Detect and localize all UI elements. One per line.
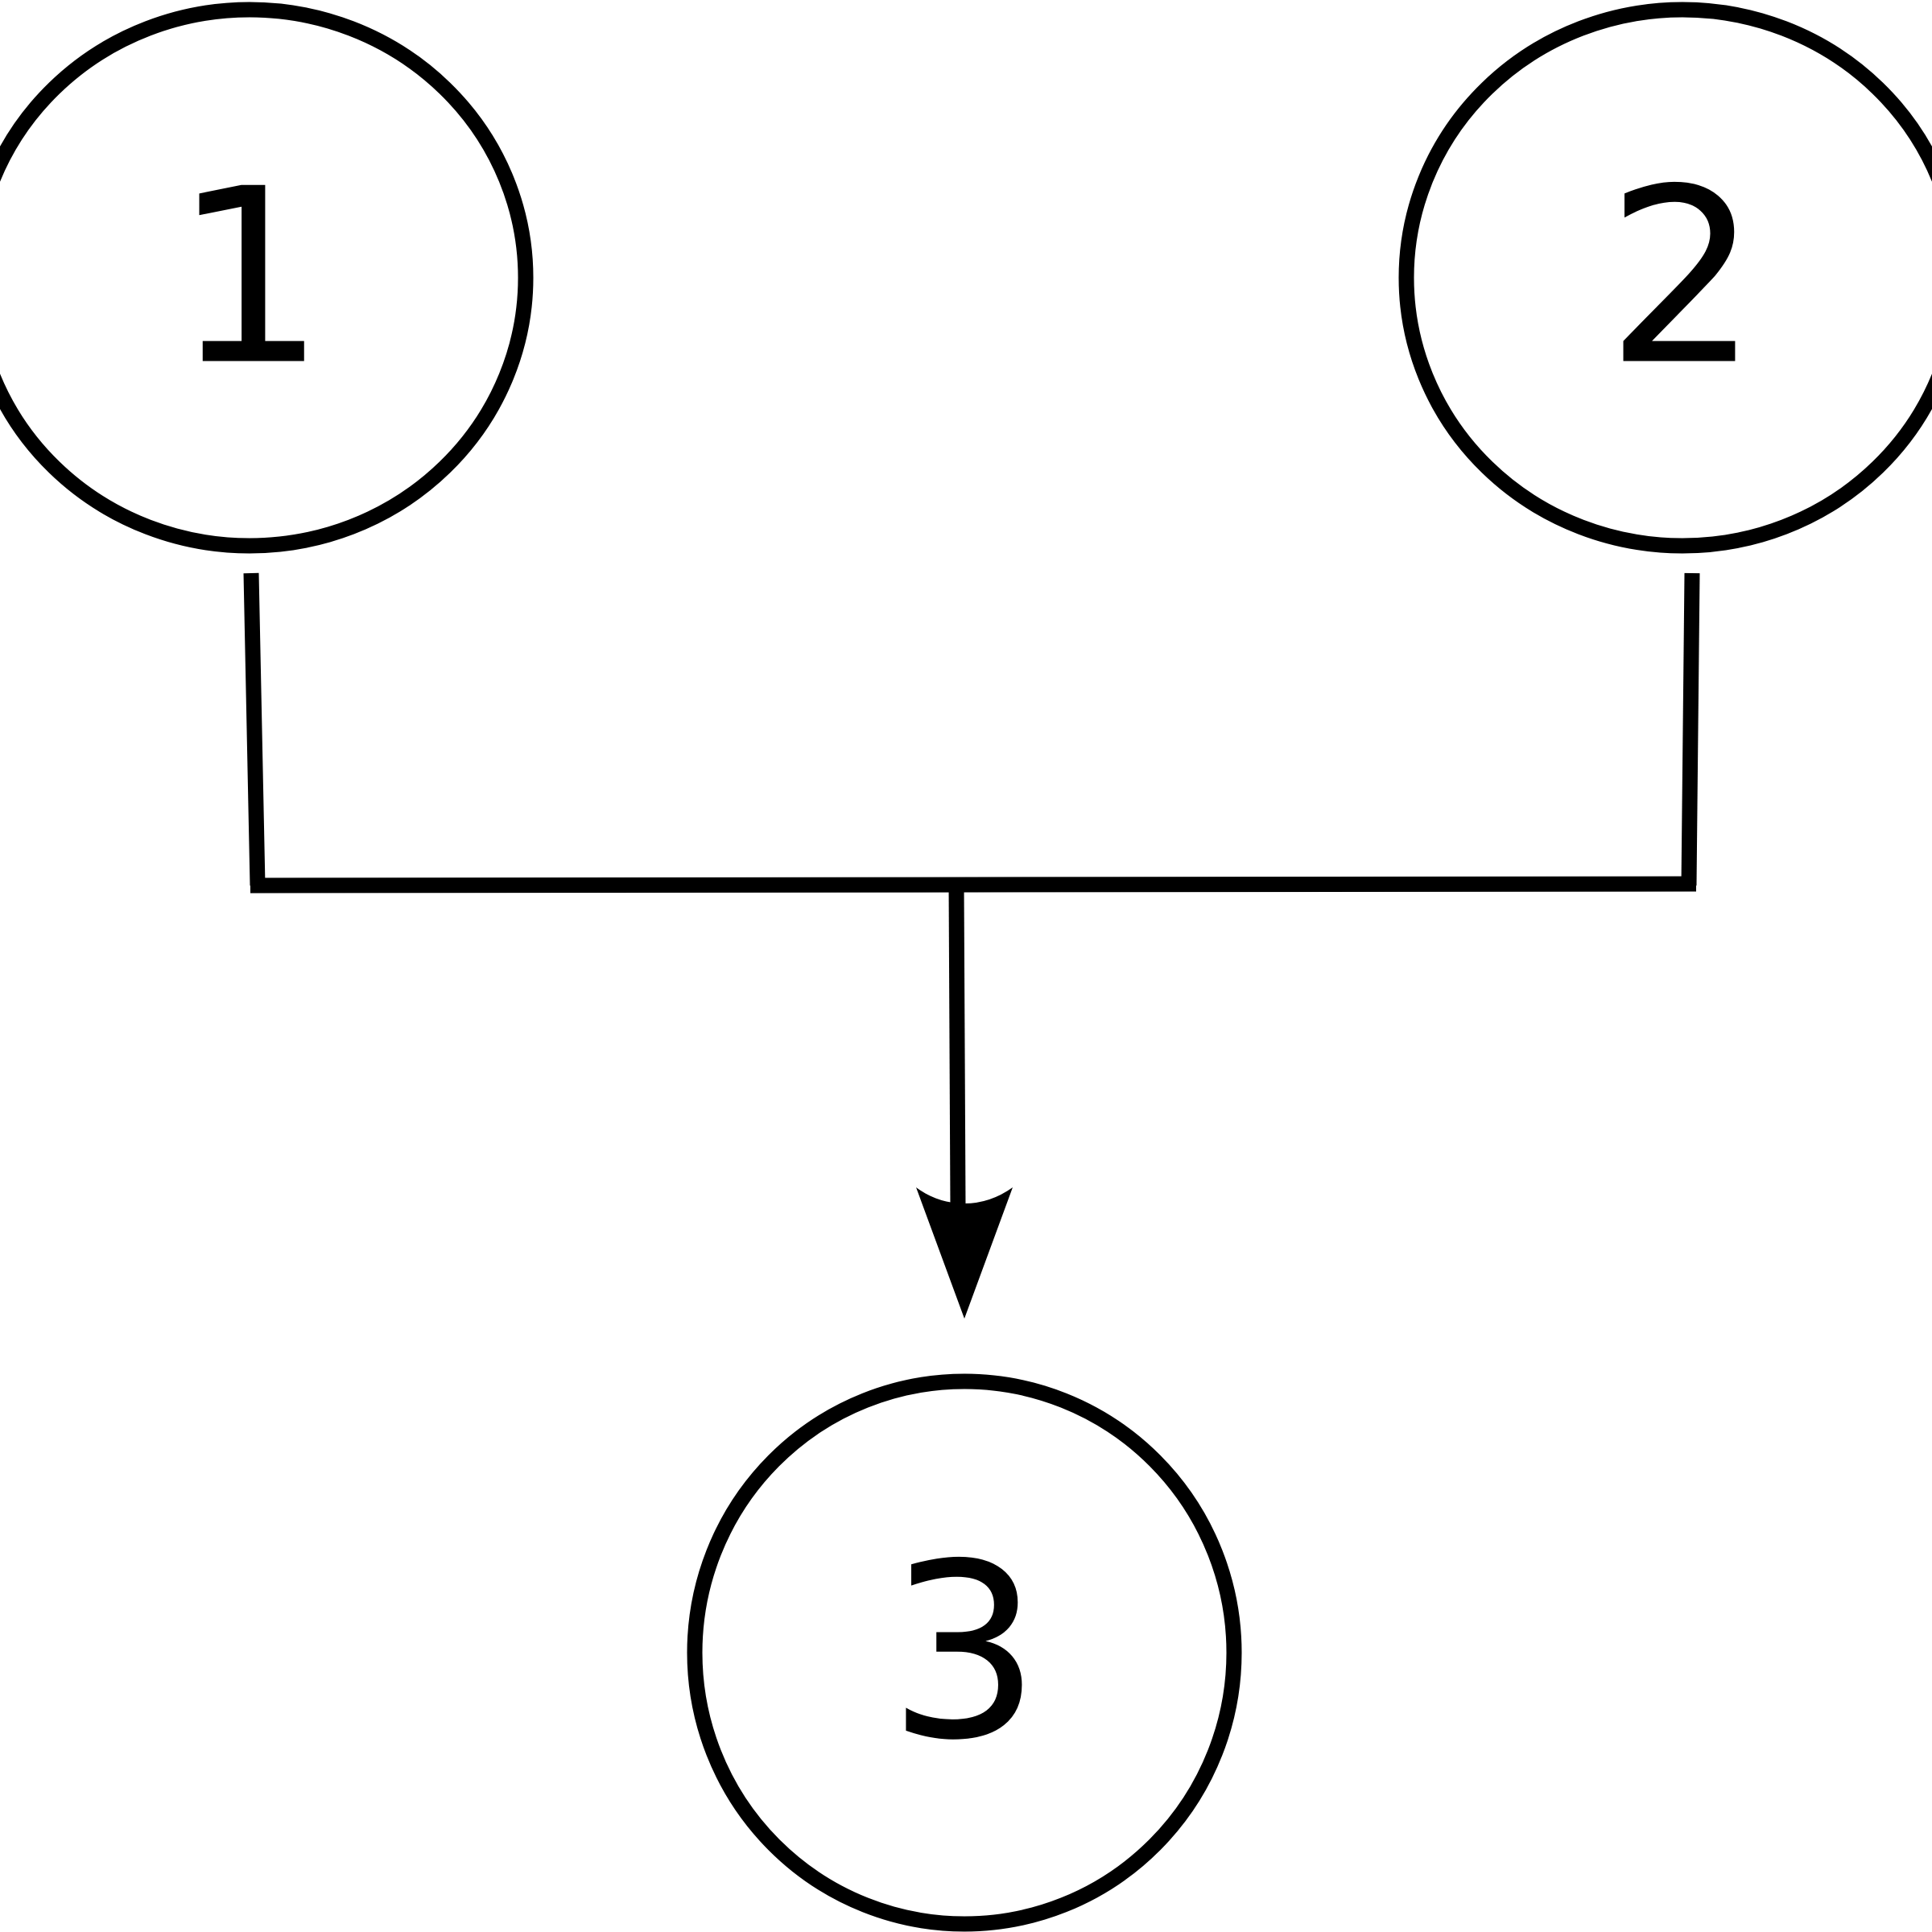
node-2: 2 <box>1398 2 1932 554</box>
connector-from-node-1 <box>243 572 266 886</box>
node-3-label: 3 <box>888 1513 1042 1794</box>
node-3-circle <box>687 1373 1242 1932</box>
connector-from-node-2 <box>1681 572 1700 886</box>
node-2-circle <box>1398 2 1932 554</box>
arrowhead-to-node-3 <box>916 1187 1013 1319</box>
node-3: 3 <box>687 1373 1242 1932</box>
merge-bar <box>250 876 1697 894</box>
node-1-label: 1 <box>173 138 327 419</box>
node-1: 1 <box>0 2 534 554</box>
merged-connector <box>948 883 966 1208</box>
node-1-circle <box>0 2 534 554</box>
node-2-label: 2 <box>1606 138 1760 419</box>
